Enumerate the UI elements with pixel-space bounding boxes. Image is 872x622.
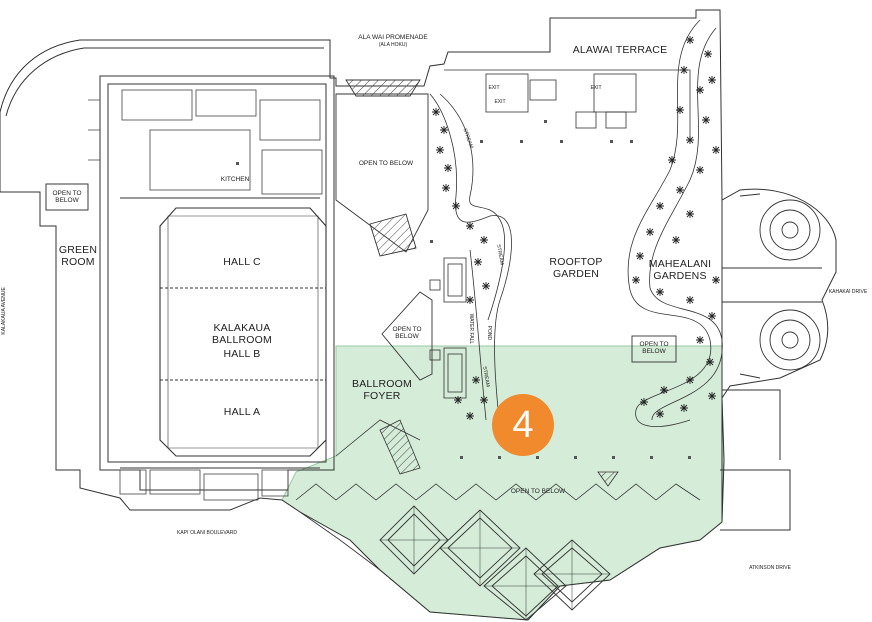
zigzag-edge (295, 483, 701, 571)
rooftop-garden-label: ROOFTOP GARDEN (549, 256, 603, 281)
right-atrium-box (631, 335, 677, 363)
area-number-badge[interactable]: 4 (492, 394, 554, 456)
hall-c-label: HALL C (223, 256, 261, 268)
open-to-below-bottom: OPEN TO BELOW (510, 488, 566, 495)
ala-wai-promenade-label: ALA WAI PROMENADE (358, 34, 428, 41)
alawai-terrace-outline (444, 69, 691, 140)
open-to-below-left: OPEN TO BELOW (52, 190, 82, 205)
atkinson-drive-label: ATKINSON DRIVE (749, 565, 791, 571)
kalakaua-avenue-label: KALAKAUA AVENUE (1, 287, 8, 335)
open-to-below-right: OPEN TO BELOW (639, 341, 669, 356)
pond-label: POND (485, 325, 492, 341)
middle-atrium-diamond (381, 291, 433, 381)
open-to-below-middle: OPEN TO BELOW (392, 326, 422, 341)
waterfall-label: WATER FALL (467, 313, 474, 345)
back-of-house-walls (45, 89, 323, 501)
kapiolani-boulevard-label: KAPI`OLANI BOULEVARD (177, 530, 237, 536)
exit-label-3: EXIT (590, 85, 602, 91)
exit-label-1: EXIT (488, 85, 500, 91)
kahakai-fountains (722, 193, 822, 379)
column-markers (236, 120, 691, 459)
foyer-stair (379, 419, 421, 475)
upper-atrium (335, 79, 429, 257)
kalakaua-ballroom-outline (159, 207, 327, 457)
kalakaua-ballroom-label: KALAKAUA BALLROOM (212, 322, 272, 347)
kitchen-label: KITCHEN (220, 176, 250, 183)
green-room-label: GREEN ROOM (58, 244, 98, 269)
ala-hoku-label: (ALA HOKU) (378, 42, 408, 48)
ballroom-foyer-label: BALLROOM FOYER (352, 378, 412, 403)
open-to-below-upper: OPEN TO BELOW (358, 160, 414, 167)
rooftop-pavilions (429, 257, 467, 399)
kahakai-drive-label: KAHAKAI DRIVE (828, 289, 868, 295)
alawai-terrace-label: ALAWAI TERRACE (572, 44, 668, 56)
hall-b-label: HALL B (223, 348, 261, 360)
mahealani-gardens-label: MAHEALANI GARDENS (648, 258, 712, 283)
glass-pyramids (379, 505, 611, 621)
exit-label-2: EXIT (494, 99, 506, 105)
hall-a-label: HALL A (223, 406, 261, 418)
mahealani-gardens-path (627, 19, 723, 427)
